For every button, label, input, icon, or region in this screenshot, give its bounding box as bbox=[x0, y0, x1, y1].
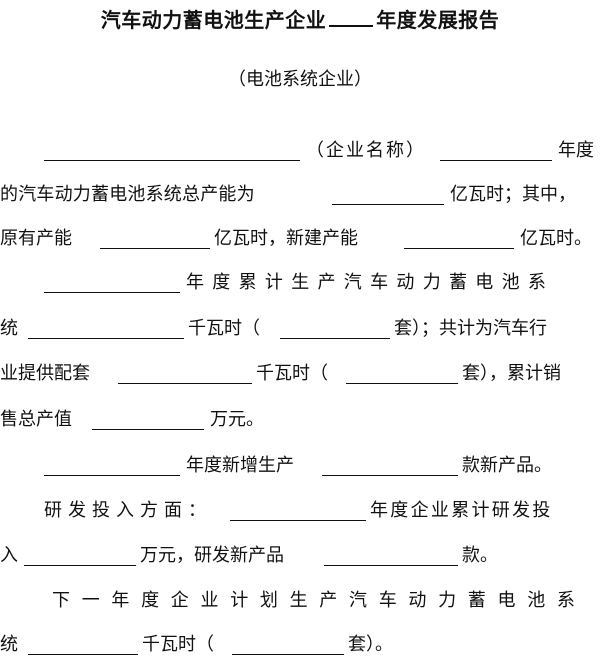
p2-line1: 年度累计生产汽车动力蓄电池系 bbox=[0, 266, 600, 300]
company-name-label: （企业名称） bbox=[306, 140, 426, 161]
new-products-unit: 款新产品。 bbox=[462, 455, 552, 476]
p5-line1: 下一年度企业计划生产汽车动力蓄电池系 bbox=[0, 584, 600, 618]
rd-cumulative-label: 年度企业累计研发投 bbox=[370, 500, 553, 521]
company-name-blank[interactable] bbox=[44, 138, 300, 161]
rd-investment-label: 研发投入方面： bbox=[44, 500, 212, 521]
p5-line2: 统 千瓦时（ 套）。 bbox=[0, 628, 600, 662]
supply-kwh-unit: 千瓦时（ bbox=[256, 363, 328, 384]
new-capacity-unit: 亿瓦时。 bbox=[520, 228, 592, 249]
plan-system-char: 统 bbox=[0, 634, 18, 655]
production-kwh-blank[interactable] bbox=[28, 316, 184, 339]
p2-line4: 售总产值 万元。 bbox=[0, 403, 600, 437]
year-blank[interactable] bbox=[329, 5, 374, 27]
sales-value-blank[interactable] bbox=[92, 407, 204, 430]
original-capacity-blank[interactable] bbox=[100, 226, 210, 249]
production-kwh-unit: 千瓦时（ bbox=[188, 318, 260, 339]
new-capacity-label: 亿瓦时，新建产能 bbox=[214, 228, 358, 249]
p2-line2: 统 千瓦时（ 套）；共计为汽车行 bbox=[0, 312, 600, 346]
p1-line2: 的汽车动力蓄电池系统总产能为 亿瓦时；其中， bbox=[0, 178, 600, 212]
next-year-plan-label: 下一年度企业计划生产汽车动力蓄电池系 bbox=[52, 590, 587, 611]
new-products-label: 年度新增生产 bbox=[186, 455, 294, 476]
report-subtitle: （电池系统企业） bbox=[228, 69, 372, 90]
supply-kwh-blank[interactable] bbox=[118, 361, 252, 384]
year-suffix: 年度 bbox=[558, 140, 594, 161]
rd-year-blank[interactable] bbox=[230, 498, 366, 521]
p1-line3: 原有产能 亿瓦时，新建产能 亿瓦时。 bbox=[0, 222, 600, 256]
new-products-year-blank[interactable] bbox=[44, 453, 180, 476]
total-capacity-label: 的汽车动力蓄电池系统总产能为 bbox=[0, 184, 255, 205]
rd-amount-unit: 万元，研发新产品 bbox=[140, 545, 284, 566]
total-capacity-blank[interactable] bbox=[332, 182, 444, 205]
rd-amount-blank[interactable] bbox=[24, 543, 136, 566]
p4-line2: 入 万元，研发新产品 款。 bbox=[0, 539, 600, 573]
plan-kwh-unit: 千瓦时（ bbox=[142, 634, 214, 655]
title-prefix: 汽车动力蓄电池生产企业 bbox=[100, 8, 327, 32]
supply-sets-unit: 套），累计销 bbox=[462, 363, 561, 384]
production-year-blank[interactable] bbox=[44, 270, 180, 293]
p1-line1: （企业名称） 年度 bbox=[0, 134, 600, 168]
rd-new-products-blank[interactable] bbox=[324, 543, 458, 566]
title-suffix: 年度发展报告 bbox=[376, 8, 500, 32]
plan-kwh-blank[interactable] bbox=[28, 632, 138, 655]
plan-sets-blank[interactable] bbox=[232, 632, 344, 655]
sales-value-label: 售总产值 bbox=[0, 409, 72, 430]
sales-value-unit: 万元。 bbox=[210, 409, 264, 430]
production-sets-unit: 套）；共计为汽车行 bbox=[394, 318, 547, 339]
production-sets-blank[interactable] bbox=[280, 316, 390, 339]
plan-sets-unit: 套）。 bbox=[348, 634, 393, 655]
report-year-blank[interactable] bbox=[440, 138, 552, 161]
total-capacity-unit: 亿瓦时；其中， bbox=[450, 184, 576, 205]
new-capacity-blank[interactable] bbox=[404, 226, 514, 249]
report-title: 汽车动力蓄电池生产企业 年度发展报告 bbox=[0, 5, 600, 33]
p2-line3: 业提供配套 千瓦时（ 套），累计销 bbox=[0, 357, 600, 391]
rd-new-products-unit: 款。 bbox=[462, 545, 498, 566]
system-char: 统 bbox=[0, 318, 18, 339]
p4-line1: 研发投入方面： 年度企业累计研发投 bbox=[0, 494, 600, 528]
supply-label: 业提供配套 bbox=[0, 363, 90, 384]
new-products-count-blank[interactable] bbox=[322, 453, 458, 476]
p3-line1: 年度新增生产 款新产品。 bbox=[0, 449, 600, 483]
cumulative-production-label: 年度累计生产汽车动力蓄电池系 bbox=[186, 272, 555, 293]
rd-input-char: 入 bbox=[0, 545, 18, 566]
supply-sets-blank[interactable] bbox=[346, 361, 458, 384]
original-capacity-label: 原有产能 bbox=[0, 228, 72, 249]
